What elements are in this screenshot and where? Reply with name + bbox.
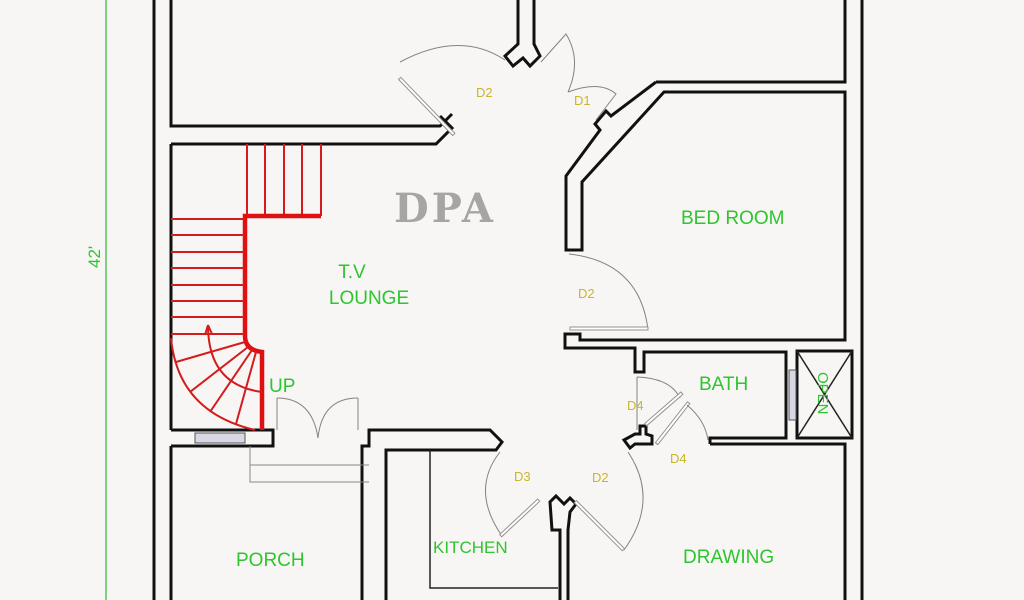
porch-window [194, 432, 246, 444]
door-label-d4-lower: D4 [670, 451, 687, 466]
door-d2-bedroom-swing [568, 253, 649, 331]
room-label-bath: BATH [699, 374, 748, 395]
door-d4-leaf-b [654, 401, 691, 446]
door-d3-leaf [498, 498, 541, 538]
door-label-d2-drawing: D2 [592, 470, 609, 485]
wall-top-center-stub [502, 0, 542, 69]
room-label-tv-lounge-line2: LOUNGE [329, 288, 409, 309]
stair-winder-tread [235, 351, 257, 425]
door-d2-bedroom-leaf [569, 326, 649, 331]
brand-watermark: DPA [394, 185, 496, 232]
stair-winder-outer [170, 337, 256, 431]
room-label-kitchen: KITCHEN [433, 538, 508, 557]
staircase [170, 144, 322, 431]
stair-winder-tread [209, 349, 253, 413]
door-d4-leaf-a [643, 391, 684, 427]
room-label-bedroom: BED ROOM [681, 208, 784, 229]
kitchen-counter [429, 450, 558, 589]
door-d2-drawing-leaf [573, 499, 626, 552]
stair-winder-tread [175, 341, 246, 363]
stair-arrow [204, 324, 213, 336]
wall-bath [582, 346, 788, 444]
door-d3-swing [485, 451, 503, 537]
stair-rail [242, 213, 321, 430]
wall-drawing-right [710, 442, 847, 600]
entrance-door-swing-left [276, 397, 319, 439]
wall-lounge-top [171, 114, 455, 146]
door-label-d2-bedroom: D2 [578, 286, 595, 301]
door-d1-top-swing-a [540, 33, 575, 93]
entrance-door-swing-right [317, 397, 359, 439]
door-label-d1-top: D1 [574, 93, 591, 108]
door-d1-top-swing-b [567, 86, 617, 121]
stairs-up-label: UP [269, 376, 295, 397]
bath-window [788, 369, 797, 421]
door-d2-top-swing [399, 45, 506, 63]
room-label-porch: PORCH [236, 550, 305, 571]
door-d2-drawing-swing [623, 451, 644, 551]
door-label-d4-upper: D4 [627, 398, 644, 413]
door-d4-lower-swing [686, 404, 709, 441]
porch-step-outline [249, 446, 369, 483]
wall-kitchen-drawing [548, 493, 578, 600]
door-label-d3-kitchen: D3 [514, 469, 531, 484]
wall-top-right-room [656, 0, 847, 84]
wall-porch-kitchen [360, 428, 504, 600]
stair-walkline [207, 324, 263, 393]
wall-bath-door-post [621, 424, 654, 451]
wall-top-left-room [169, 0, 454, 128]
door-d4-upper-swing [636, 376, 681, 399]
wall-bedroom [563, 80, 847, 350]
open-shaft [795, 349, 854, 440]
room-label-tv-lounge-line1: T.V [338, 262, 366, 283]
door-label-d2-top: D2 [476, 85, 493, 100]
room-label-drawing: DRAWING [683, 547, 774, 568]
wall-lounge-bottom-left [171, 428, 275, 448]
stair-winder-tread [189, 346, 249, 393]
open-label: OPEN [814, 372, 831, 415]
open-shaft-cross-b [796, 350, 853, 439]
dimension-label: 42' [85, 246, 104, 268]
door-d2-top-leaf [397, 76, 456, 137]
